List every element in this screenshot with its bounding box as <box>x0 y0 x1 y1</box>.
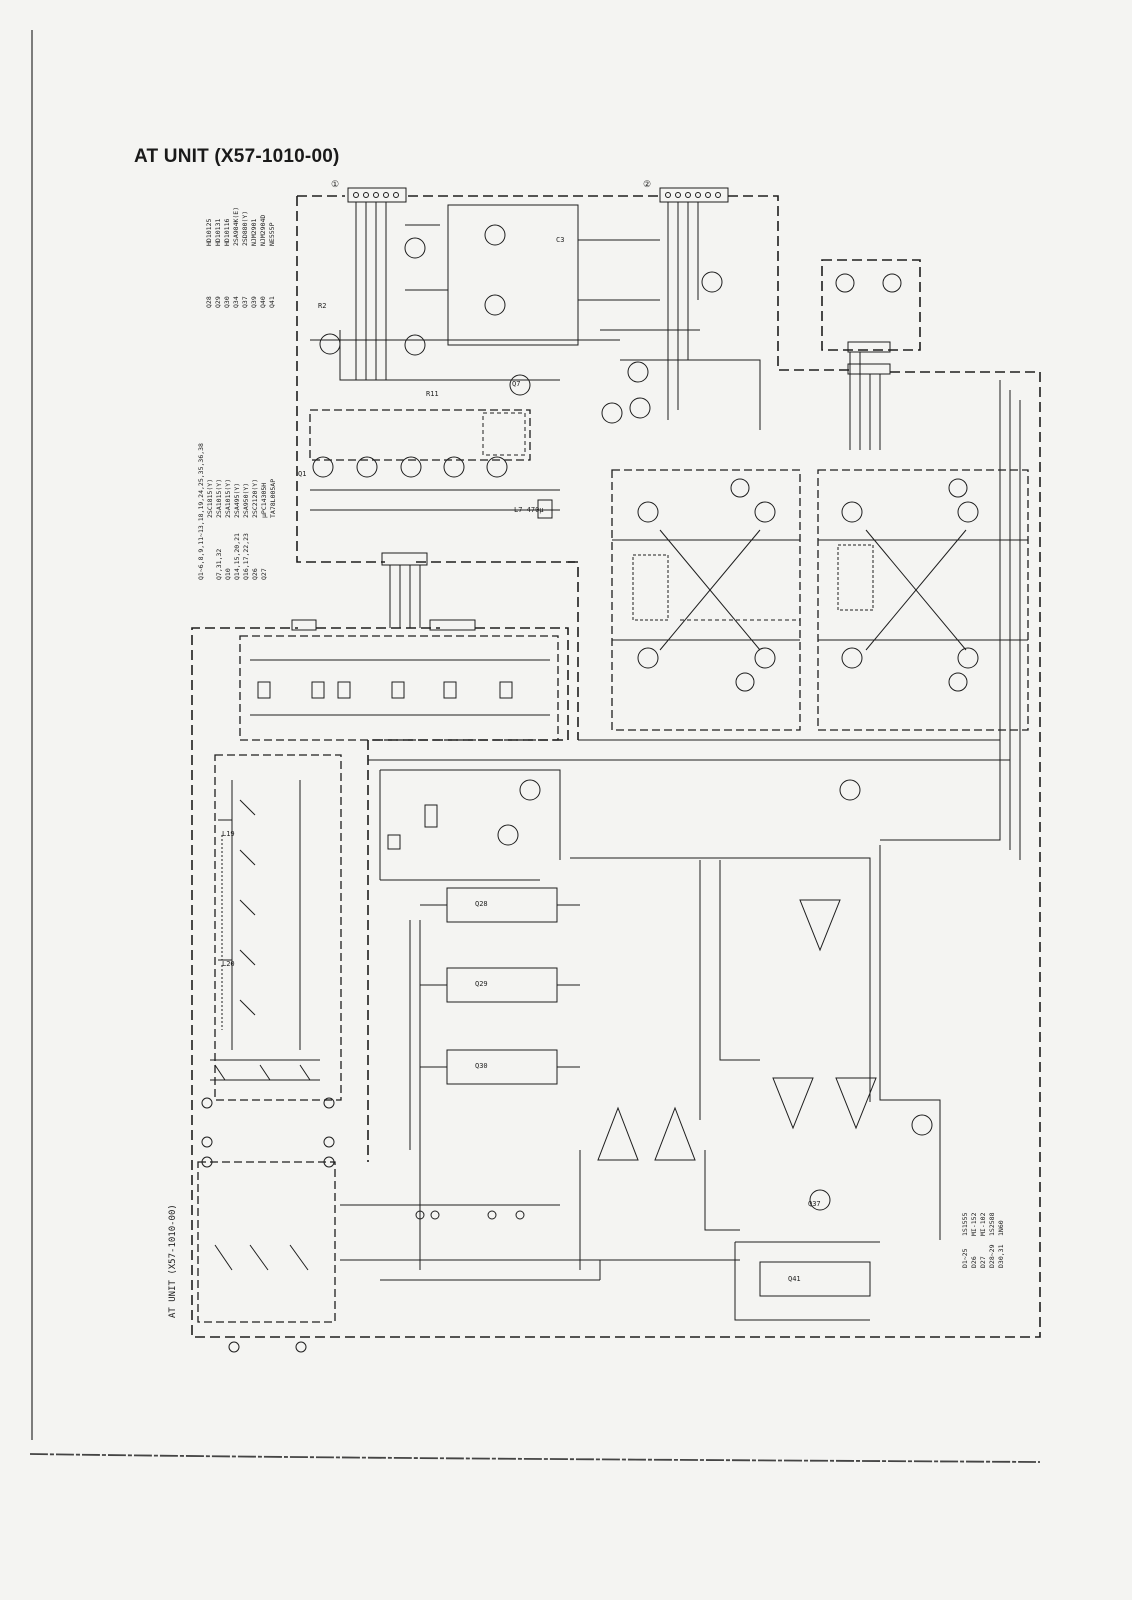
ic-q29 <box>446 967 558 1003</box>
connector-2-label: ② <box>643 180 652 190</box>
connector-1-label: ① <box>331 180 340 190</box>
resistor-r2-label: R2 <box>318 302 327 310</box>
transistor-q1-label: Q1 <box>298 470 307 478</box>
ic-q41 <box>759 1261 871 1297</box>
connector-2 <box>659 187 729 420</box>
transistor-q7-label: Q7 <box>512 380 521 388</box>
ic-q41-label: Q41 <box>788 1275 801 1283</box>
unit-outline-main <box>191 195 1041 1338</box>
filter-components <box>250 659 550 716</box>
page-title: AT UNIT (X57-1010-00) <box>134 146 340 167</box>
cross-coupled-right <box>818 478 1028 692</box>
ic-q30 <box>446 1049 558 1085</box>
cross-coupled-left <box>612 478 800 692</box>
ic-q29-label: Q29 <box>475 980 488 988</box>
inductor-l19-label: L19 <box>222 830 235 838</box>
capacitor-c3-label: C3 <box>556 236 565 244</box>
transistor-row <box>310 456 560 511</box>
connector-1 <box>347 187 407 380</box>
ic-q30-label: Q30 <box>475 1062 488 1070</box>
inductor-l20-label: L20 <box>222 960 235 968</box>
ic-q28 <box>446 887 558 923</box>
resistor-r11-label: R11 <box>426 390 439 398</box>
transistor-q37-label: Q37 <box>808 1200 821 1208</box>
relay-switch-column <box>210 780 320 1081</box>
ic-q28-label: Q28 <box>475 900 488 908</box>
op-amps <box>597 899 877 1161</box>
filter-subbox <box>197 409 1029 1323</box>
